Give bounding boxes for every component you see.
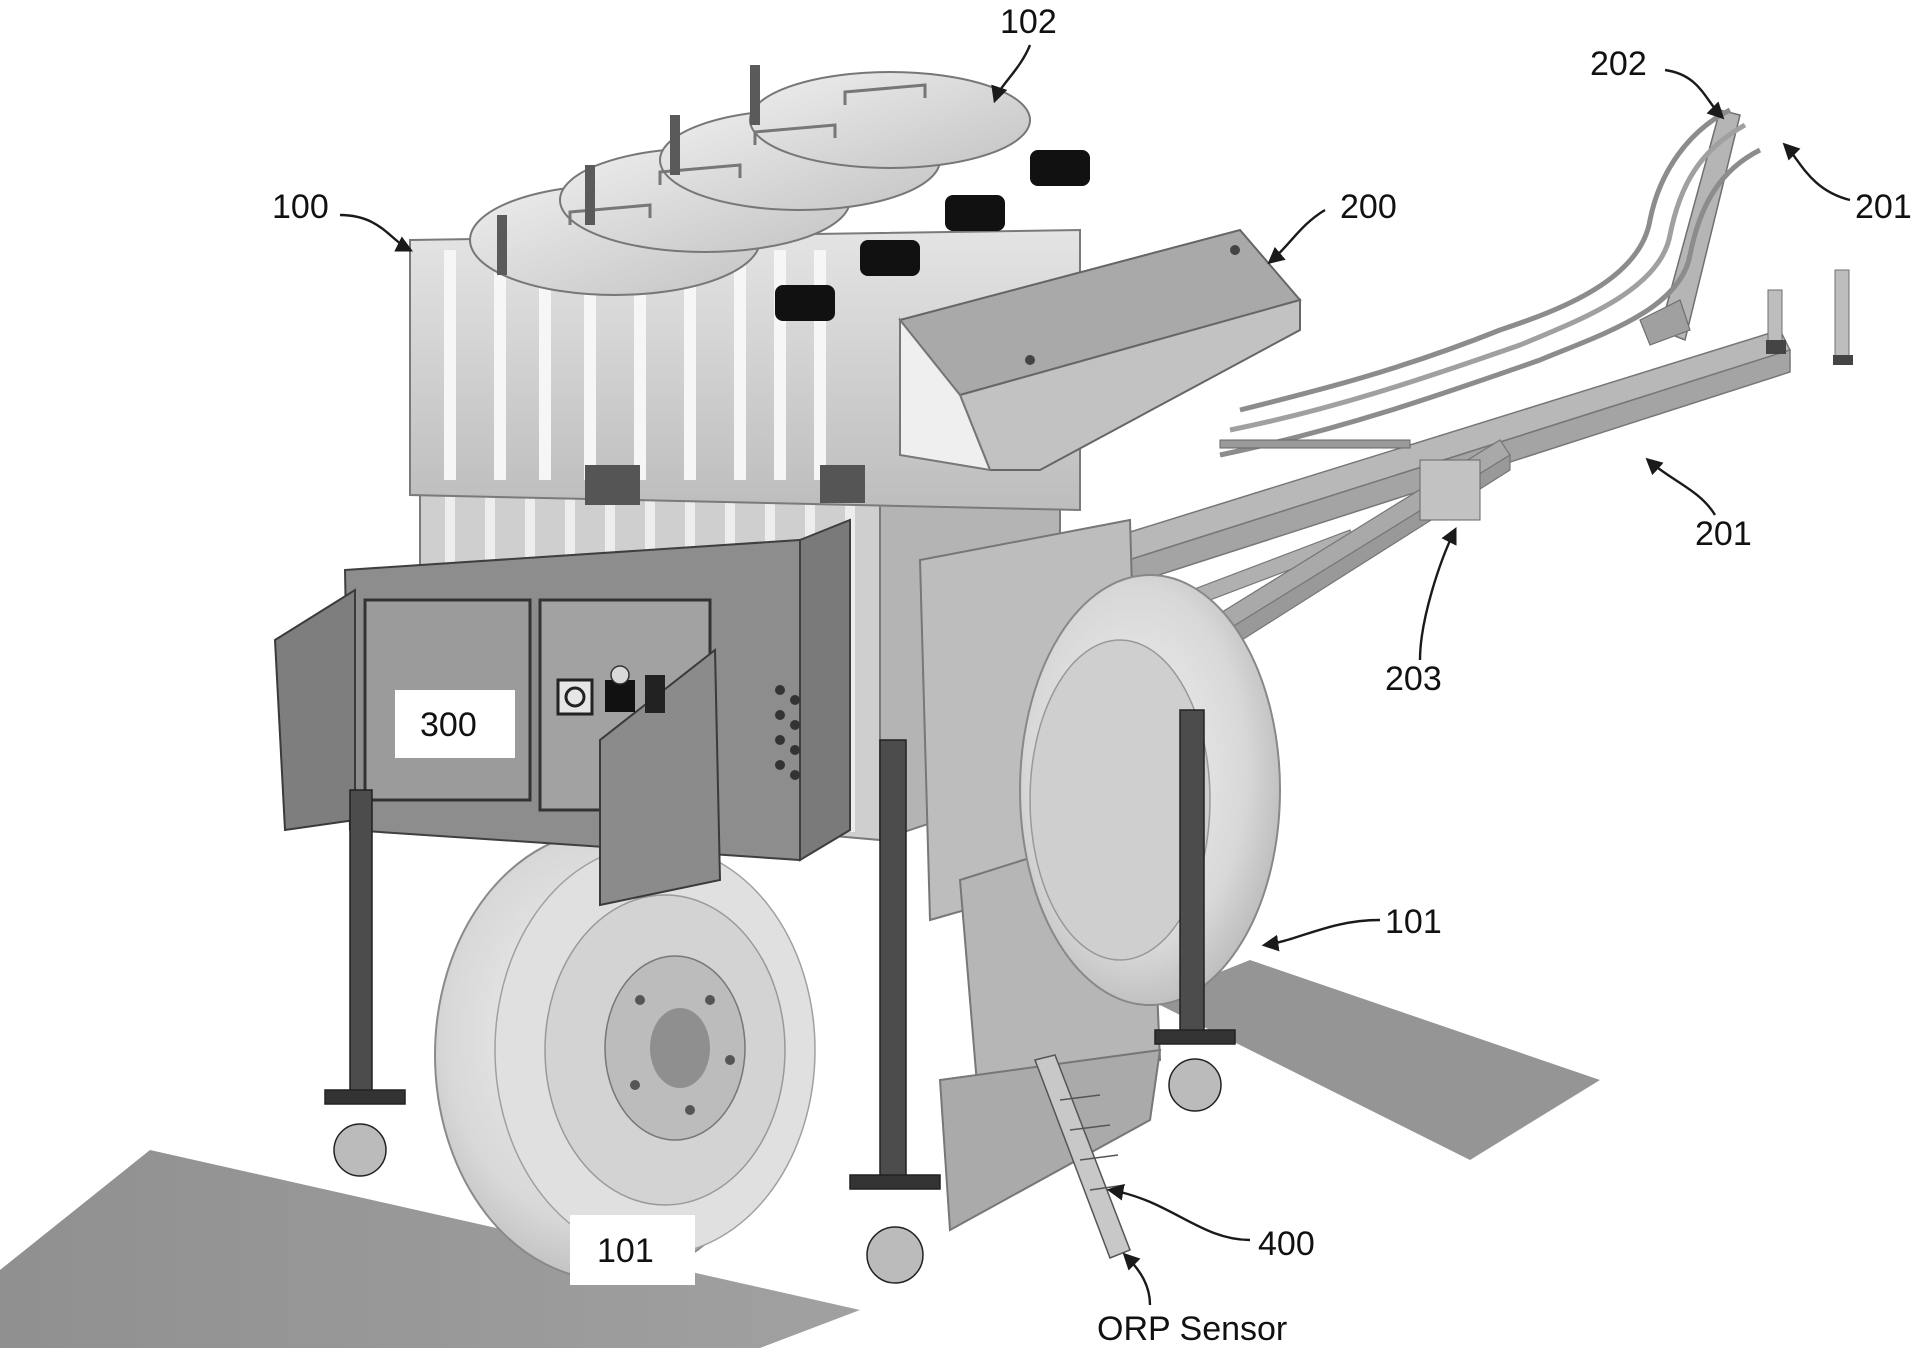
label-orp-sensor: ORP Sensor	[1097, 1310, 1287, 1348]
ground-shadow-right	[1150, 960, 1600, 1160]
label-300: 300	[420, 706, 477, 744]
leader-100	[339, 213, 414, 252]
leader-102	[991, 44, 1032, 104]
label-200: 200	[1340, 188, 1397, 226]
leader-201-top	[1782, 142, 1851, 202]
machine-illustration	[0, 65, 1853, 1348]
label-102: 102	[1000, 3, 1057, 41]
support-legs	[324, 709, 1236, 1284]
label-201-top: 201	[1855, 188, 1912, 226]
label-400: 400	[1258, 1225, 1315, 1263]
leader-203	[1418, 526, 1457, 661]
leader-400	[1106, 1183, 1251, 1242]
leader-202	[1664, 68, 1725, 120]
label-201-mid: 201	[1695, 515, 1752, 553]
orp-sensor-probe	[1033, 1054, 1131, 1259]
label-box-101-bottom	[570, 1215, 695, 1285]
leader-200	[1267, 208, 1326, 265]
leader-101-right	[1261, 918, 1381, 952]
ground-shadow-left	[0, 1150, 860, 1348]
label-101-bottom: 101	[597, 1232, 654, 1270]
label-100: 100	[272, 188, 329, 226]
reference-annotations: 102 100 200 202 201 201 203 101 300 101 …	[272, 3, 1912, 1348]
label-101-right: 101	[1385, 903, 1442, 941]
tank-array	[409, 65, 1090, 512]
leader-201-mid	[1645, 457, 1717, 516]
leader-orp-sensor	[1122, 1252, 1152, 1306]
label-203: 203	[1385, 660, 1442, 698]
control-box	[273, 518, 851, 907]
label-box-300	[395, 690, 515, 758]
label-202: 202	[1590, 45, 1647, 83]
rear-tire	[1019, 574, 1281, 1006]
hood-cover	[898, 228, 1302, 472]
